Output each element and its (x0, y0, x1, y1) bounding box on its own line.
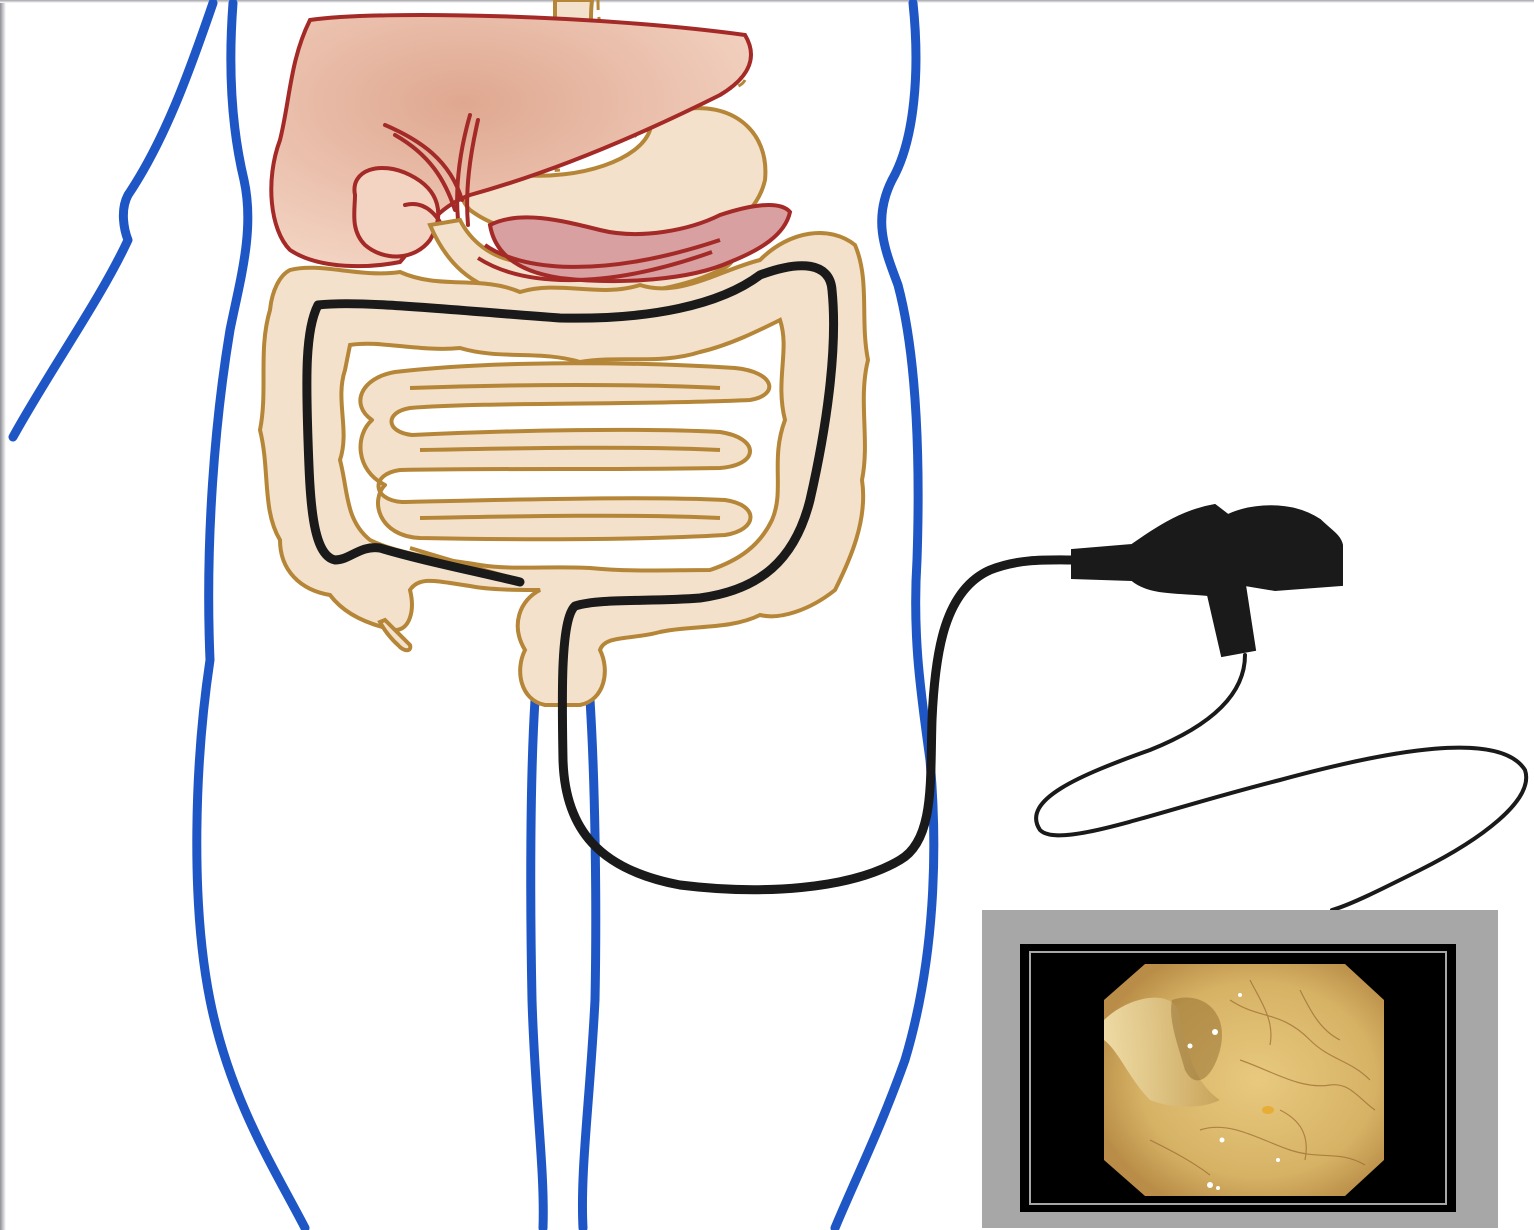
right-torso-outline (835, 3, 934, 1228)
left-leg-inner-outline (531, 700, 544, 1228)
endoscope-icon (1036, 505, 1526, 910)
monitor-icon (982, 910, 1498, 1228)
left-arm-outline (13, 3, 213, 437)
right-leg-inner-outline (582, 700, 595, 1228)
endoscope-cord (1036, 655, 1526, 910)
endoscopic-view (1104, 964, 1384, 1196)
